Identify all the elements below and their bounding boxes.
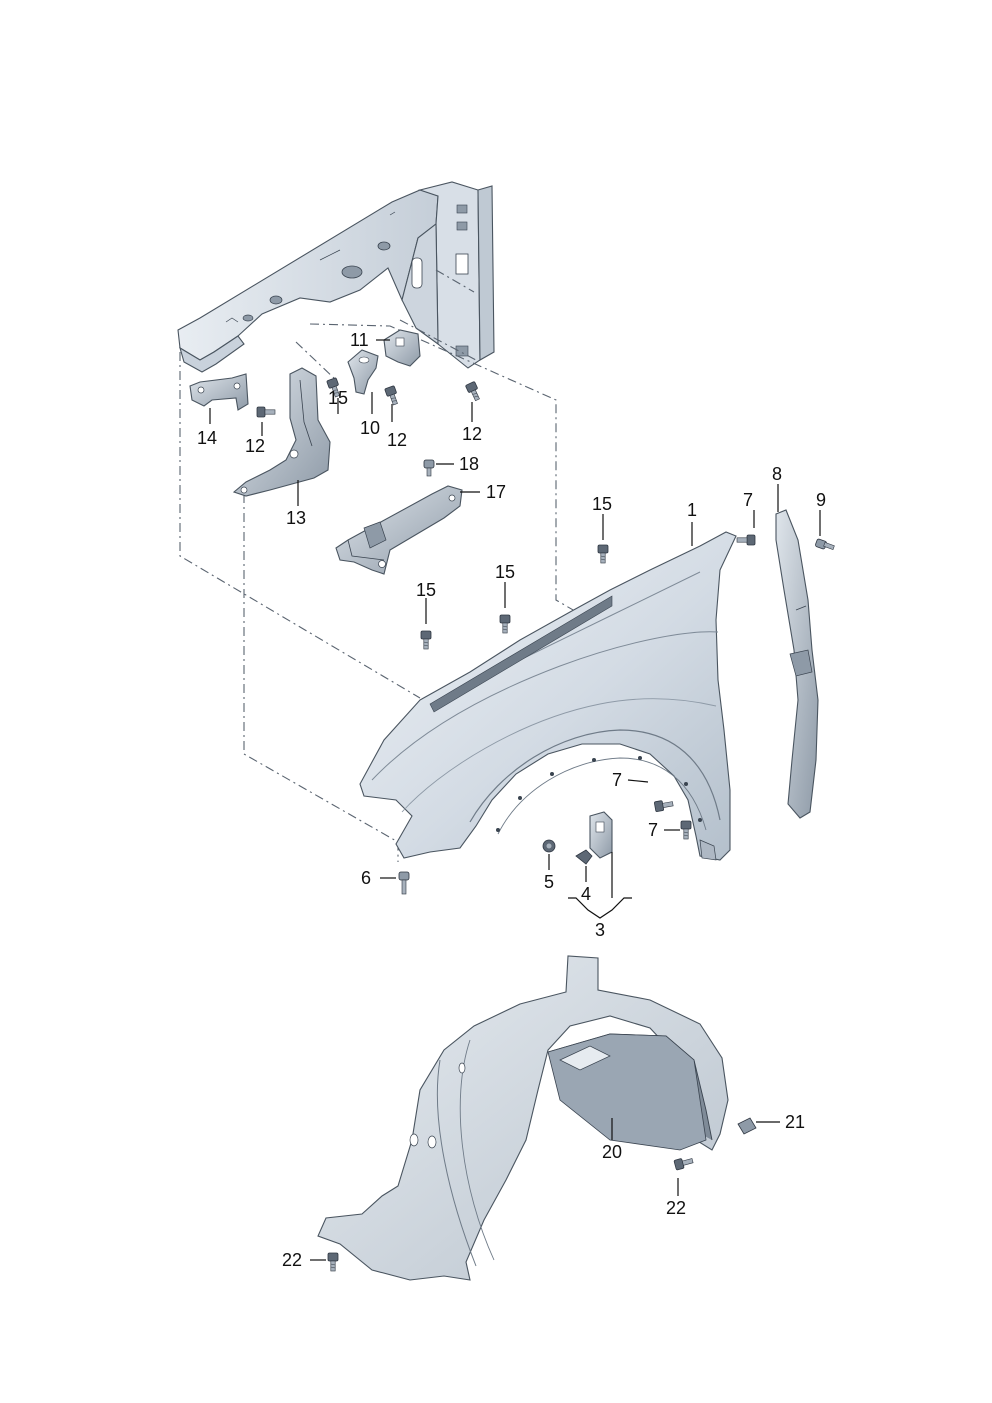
bolt-12b: [384, 385, 401, 407]
fender-part-1: [359, 531, 737, 861]
callout-22: 22: [282, 1250, 302, 1270]
bolt-12a: [256, 406, 276, 418]
bolt-7c: [680, 820, 692, 840]
callout-12: 12: [387, 430, 407, 450]
pin-part-6: [398, 871, 410, 895]
callout-15: 15: [416, 580, 436, 600]
body-frame-structure: [177, 181, 495, 373]
bolt-12c: [464, 380, 483, 403]
callout-7: 7: [648, 820, 658, 840]
bolt-7a: [736, 534, 756, 546]
wheel-housing-liner-part-20: [317, 955, 729, 1281]
callout-1: 1: [687, 500, 697, 520]
callout-3: 3: [595, 920, 605, 940]
clip-part-4: [575, 849, 593, 865]
callout-8: 8: [772, 464, 782, 484]
support-bracket-part-13: [232, 367, 331, 497]
bolt-7b: [653, 798, 675, 813]
callout-11: 11: [350, 330, 369, 350]
callout-4: 4: [581, 884, 591, 904]
callout-13: 13: [286, 508, 306, 528]
callout-22: 22: [666, 1198, 686, 1218]
bolt-15b: [597, 544, 609, 564]
bracket-part-10: [347, 349, 379, 395]
bolt-22a: [673, 1155, 695, 1171]
callout-20: 20: [602, 1142, 622, 1162]
clip-part-18: [423, 459, 435, 477]
bracket-part-11: [383, 329, 421, 367]
pin-part-9: [815, 538, 835, 550]
callout-12: 12: [462, 424, 482, 444]
callout-7: 7: [743, 490, 753, 510]
seal-strip-part-8: [775, 509, 819, 819]
bracket-part-3: [589, 811, 613, 859]
nut-part-5: [542, 839, 556, 853]
callout-7: 7: [612, 770, 622, 790]
leader-lines: [209, 339, 821, 1261]
callout-12: 12: [245, 436, 265, 456]
bolt-22b: [327, 1252, 339, 1272]
callout-9: 9: [816, 490, 826, 510]
callout-15: 15: [592, 494, 612, 514]
bolt-15d: [420, 630, 432, 650]
callout-17: 17: [486, 482, 506, 502]
support-part-17: [335, 485, 463, 575]
bolt-15c: [499, 614, 511, 634]
callout-15: 15: [495, 562, 515, 582]
callout-18: 18: [459, 454, 479, 474]
bracket-part-14: [189, 373, 249, 411]
callout-21: 21: [785, 1112, 805, 1132]
callout-10: 10: [360, 418, 380, 438]
callout-labels: 1 7 8 9 15 15 15 11 10 15 12 12 12 14 13…: [197, 330, 826, 1270]
callout-6: 6: [361, 868, 371, 888]
callout-15: 15: [328, 388, 348, 408]
callout-5: 5: [544, 872, 554, 892]
clip-part-21: [737, 1117, 757, 1135]
callout-14: 14: [197, 428, 217, 448]
